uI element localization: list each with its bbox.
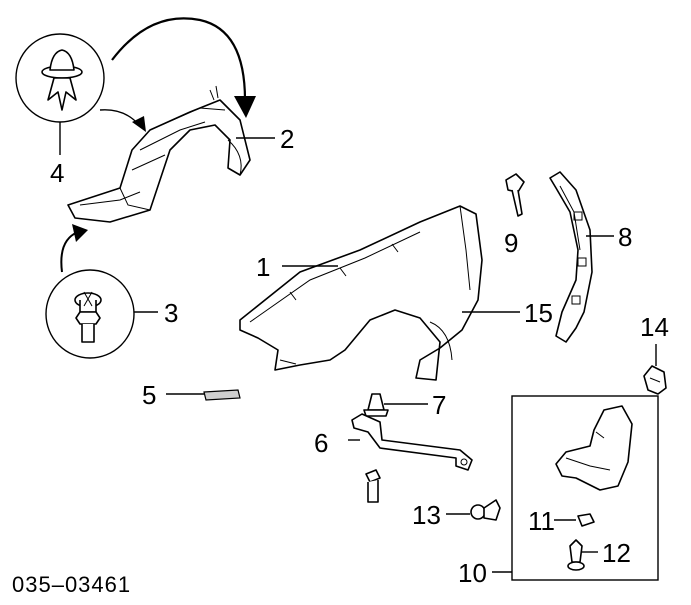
callout-4: 4: [50, 158, 64, 188]
arrow-top: [111, 17, 247, 101]
callout-15: 15: [524, 298, 553, 328]
callout-12: 12: [602, 538, 631, 568]
callout-5: 5: [142, 380, 156, 410]
part-4-clip-circle: [15, 33, 105, 150]
callout-7: 7: [432, 390, 446, 420]
part-12-screw: [567, 539, 585, 571]
callout-1: 1: [256, 252, 270, 282]
callout-10: 10: [458, 558, 487, 588]
part-11-nut: [577, 513, 595, 527]
arrow-4: [99, 109, 141, 127]
callout-3: 3: [164, 298, 178, 328]
callout-11: 11: [528, 506, 555, 536]
part-14-clip: [643, 365, 667, 395]
part-10-mudguard-box: [511, 395, 659, 581]
diagram-code: 035–03461: [12, 572, 131, 597]
callout-9: 9: [504, 228, 518, 258]
part-1-fender: [239, 205, 483, 381]
callout-13: 13: [412, 500, 441, 530]
arrow-3-head: [72, 224, 88, 242]
part-7-nut: [363, 393, 389, 417]
part-13-grommet: [470, 499, 501, 521]
part-3-bolt-circle: [45, 269, 135, 359]
part-6-stay: [351, 413, 473, 471]
callout-8: 8: [618, 222, 632, 252]
part-9-bolt: [505, 173, 525, 217]
part-2-fender-liner: [67, 85, 251, 223]
part-6-bolt: [365, 469, 381, 503]
callout-14: 14: [640, 312, 669, 342]
arrow-4-head: [132, 116, 146, 132]
callout-6: 6: [314, 428, 328, 458]
arrow-top-head: [234, 96, 256, 118]
part-8-bracket: [549, 171, 593, 343]
part-5-seal: [203, 389, 241, 401]
callout-2: 2: [280, 124, 294, 154]
